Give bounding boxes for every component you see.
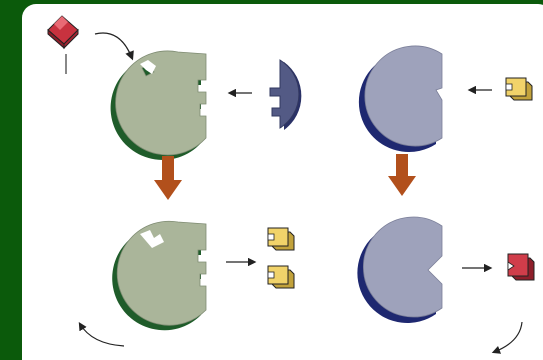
red-cube-icon: [47, 15, 79, 50]
yellow-block-icon: [505, 77, 533, 101]
binding-arrow: [94, 32, 134, 61]
half-disc-puzzle-icon: [269, 59, 302, 130]
recycle-arrow-right: [491, 321, 523, 354]
enzyme-top-left: [110, 50, 207, 160]
enzyme-bottom-right: [357, 216, 443, 324]
process-arrow-left: [154, 156, 182, 200]
red-cube-icon: [507, 253, 535, 281]
enzyme-top-right: [358, 45, 443, 152]
recycle-arrow-left: [78, 321, 125, 347]
process-arrow-right: [388, 154, 416, 196]
yellow-block-icon: [267, 265, 295, 289]
enzyme-bottom-left: [112, 220, 207, 331]
diagram-panel: [22, 4, 543, 360]
yellow-block-icon: [267, 227, 295, 251]
